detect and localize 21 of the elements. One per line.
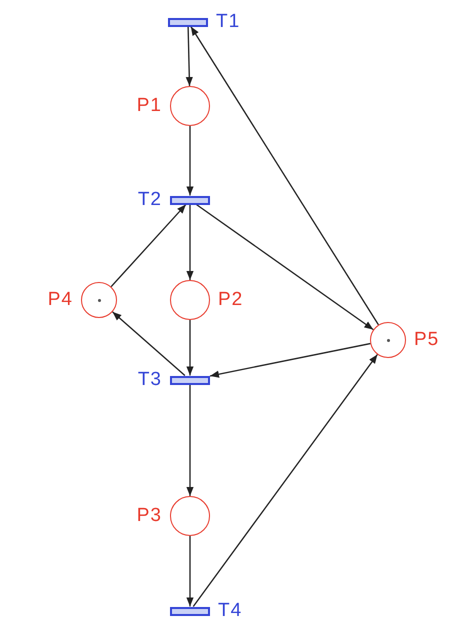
arrow [190, 26, 379, 326]
place-label: P5 [414, 329, 440, 351]
arrow [186, 204, 194, 280]
arrow [196, 204, 374, 330]
transition-label: T4 [218, 600, 242, 622]
arrow [110, 204, 186, 288]
arrow [186, 384, 194, 496]
transition-label: T2 [138, 189, 162, 211]
place-label: P2 [218, 289, 244, 311]
arrow [186, 26, 193, 86]
arrow [192, 354, 378, 607]
place-label: P1 [136, 95, 162, 117]
transition-label: T1 [216, 11, 240, 33]
arrow [210, 342, 370, 378]
arrow [186, 536, 194, 606]
arrow [112, 311, 186, 376]
place-label: P4 [48, 289, 73, 311]
transition-label: T3 [138, 369, 162, 391]
arrow [186, 126, 194, 196]
place-label: P3 [136, 505, 162, 527]
arrow [186, 320, 194, 376]
